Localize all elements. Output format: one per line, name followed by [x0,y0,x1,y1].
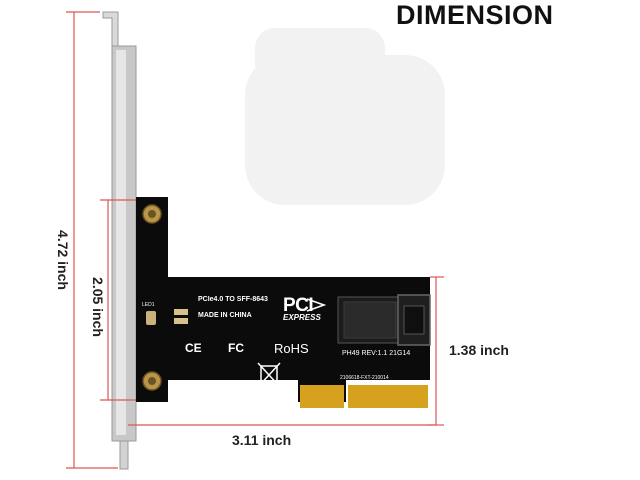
card-length-label: 3.11 inch [232,432,292,448]
revision-label: PH49 REV:1.1 21G14 [342,350,411,357]
page-title: DIMENSION [396,0,554,30]
card-height-label: 1.38 inch [449,342,509,358]
led-component [146,311,156,325]
screw-bottom [142,371,162,391]
ce-mark: CE [185,341,202,355]
rohs-label: RoHS [274,341,309,356]
pcb-board [136,197,430,402]
origin-label: MADE IN CHINA [198,312,252,319]
led-label: LED1 [142,302,155,308]
bracket-height-label: 2.05 inch [90,277,106,337]
screw-top [142,204,162,224]
pci-logo-arrow-icon [306,298,326,312]
metal-bracket [102,11,137,470]
product-label: PCIe4.0 TO SFF-8643 [198,296,268,303]
fcc-mark: FC [228,341,244,355]
serial-label: 2106618-FXT-210014 [340,375,389,381]
dimension-lines [66,11,444,469]
express-logo: EXPRESS [283,313,321,322]
total-height-label: 4.72 inch [55,230,71,290]
sff8643-connector [337,294,431,346]
weee-icon [257,362,281,388]
background-shape [255,28,385,88]
gold-contacts [300,385,428,408]
pci-logo: PCI [283,295,314,316]
